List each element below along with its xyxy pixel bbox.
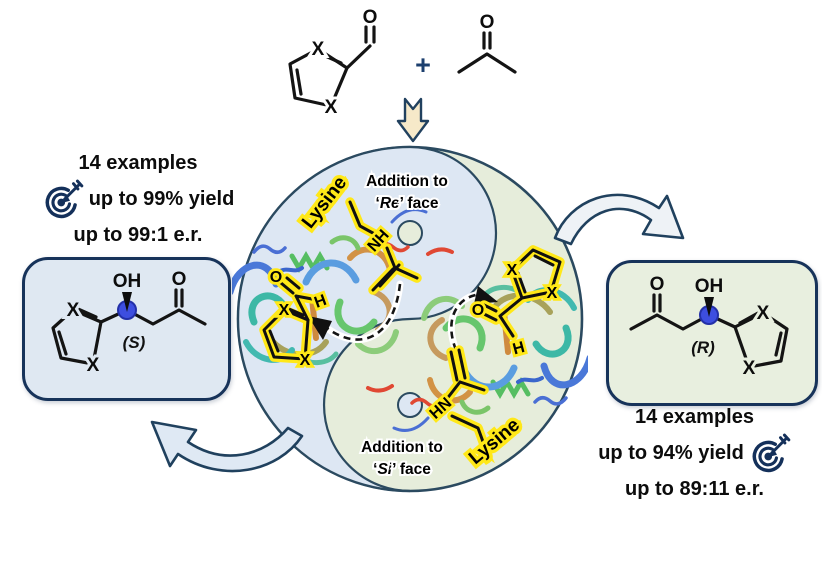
atom-label: X — [67, 300, 80, 321]
s-product-box: OH O X X (S) — [22, 257, 231, 401]
atom-label: X — [300, 352, 311, 369]
er-text: up to 99:1 e.r. — [73, 224, 203, 246]
atom-label: O — [472, 302, 484, 319]
yield-line: up to 94% yield — [572, 432, 817, 474]
er-line: up to 89:11 e.r. — [572, 474, 817, 504]
atom-label: O — [172, 269, 187, 290]
examples-text: 14 examples — [78, 152, 198, 174]
wedge-bond — [122, 292, 132, 312]
acetone-structure: O — [457, 9, 517, 74]
examples-count: 14 examples — [18, 148, 258, 178]
target-dart-icon — [45, 179, 84, 219]
atom-label: O — [650, 274, 665, 295]
atom-label: OH — [695, 276, 724, 297]
yang-dot — [397, 392, 423, 418]
plus-sign: + — [415, 50, 431, 80]
atom-label: X — [743, 358, 756, 379]
yield-line: up to 99% yield — [18, 178, 258, 220]
s-product-structure: OH O X X (S) — [51, 266, 207, 379]
re-face-caption-line1: Addition to — [366, 173, 448, 190]
loop-red — [426, 247, 454, 256]
block-arrow-down-icon — [396, 97, 430, 143]
yield-text: up to 99% yield — [88, 188, 235, 210]
er-line: up to 99:1 e.r. — [18, 220, 258, 250]
si-face-caption-line1: Addition to — [361, 439, 443, 456]
atom-label: X — [547, 285, 558, 302]
left-stats: 14 examples up to 99% yield up to 99:1 e… — [18, 148, 258, 250]
atom-label: O — [480, 12, 495, 33]
atom-label: O — [363, 7, 378, 28]
yield-text: up to 94% yield — [598, 442, 744, 464]
target-dart-icon — [752, 433, 791, 473]
reactant-scheme: X X O + O — [288, 4, 517, 121]
atom-label: X — [87, 355, 100, 376]
atom-label: OH — [113, 271, 142, 292]
loop-red — [366, 384, 394, 393]
yin-dot — [397, 220, 423, 246]
yin-yang-enzyme-diagram: O H X X NH Lysine O H X X HN Lysine Addi — [232, 145, 588, 493]
er-text: up to 89:11 e.r. — [625, 478, 764, 500]
curved-block-arrow-left — [150, 420, 304, 473]
r-product-box: O OH X X (R) — [606, 260, 818, 406]
examples-count: 14 examples — [572, 402, 817, 432]
curved-block-arrow-right — [553, 193, 685, 246]
atom-label: X — [507, 262, 518, 279]
examples-text: 14 examples — [635, 406, 754, 428]
loop-blue — [392, 416, 430, 432]
re-face-caption-line2: ‘Re’ face — [376, 195, 439, 212]
r-product-structure: O OH X X (R) — [629, 271, 789, 382]
config-label: (R) — [691, 338, 715, 357]
atom-label: X — [757, 303, 770, 324]
atom-label: X — [312, 39, 325, 60]
si-face-caption-line2: ‘Si’ face — [373, 461, 431, 478]
atom-label: X — [279, 302, 290, 319]
wedge-bond — [704, 297, 714, 317]
right-stats: 14 examples up to 94% yield up to 89:11 … — [572, 402, 817, 504]
attack-arrow-si — [447, 286, 498, 354]
atom-label: O — [270, 269, 282, 286]
attack-arrow-re — [308, 280, 404, 344]
heteroaryl-aldehyde-structure: X X O — [288, 4, 380, 121]
loop-blue — [390, 208, 428, 224]
atom-label: X — [325, 97, 338, 118]
config-label: (S) — [123, 333, 146, 352]
